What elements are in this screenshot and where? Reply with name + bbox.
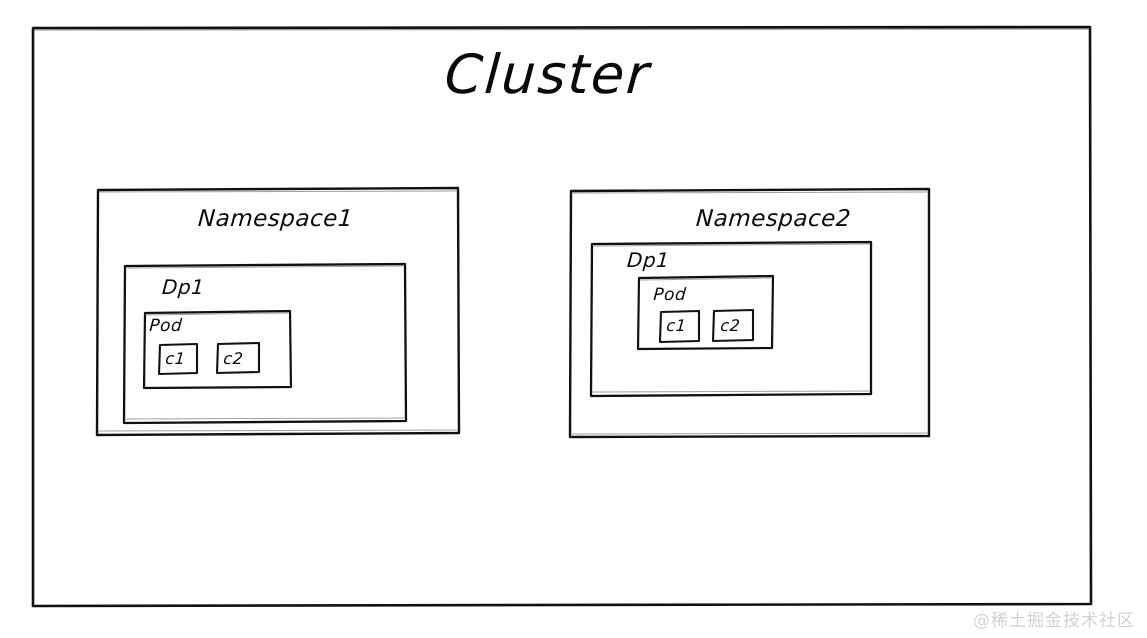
cluster-box-outline: [31, 25, 1093, 608]
page-title: Cluster: [442, 43, 653, 106]
pod-ns1-label: Pod: [148, 316, 183, 336]
dp1-ns2-label: Dp1: [626, 248, 671, 272]
cluster-box-outline-wobble: [33, 28, 1089, 31]
c2-ns2-label: c2: [719, 316, 742, 335]
c2-ns1-label: c2: [222, 349, 245, 368]
watermark: @稀土掘金技术社区: [973, 611, 1135, 631]
dp1-ns1-label: Dp1: [161, 275, 206, 299]
pod-ns2-label: Pod: [652, 285, 687, 305]
c1-ns2-label: c1: [665, 316, 688, 335]
namespace1-label: Namespace1: [197, 206, 354, 232]
namespace2-label: Namespace2: [695, 206, 852, 232]
pod-ns1-box-outline-wobble: [146, 312, 289, 316]
pod-ns2-box-outline-wobble: [640, 277, 772, 281]
c1-ns1-label: c1: [164, 349, 187, 368]
